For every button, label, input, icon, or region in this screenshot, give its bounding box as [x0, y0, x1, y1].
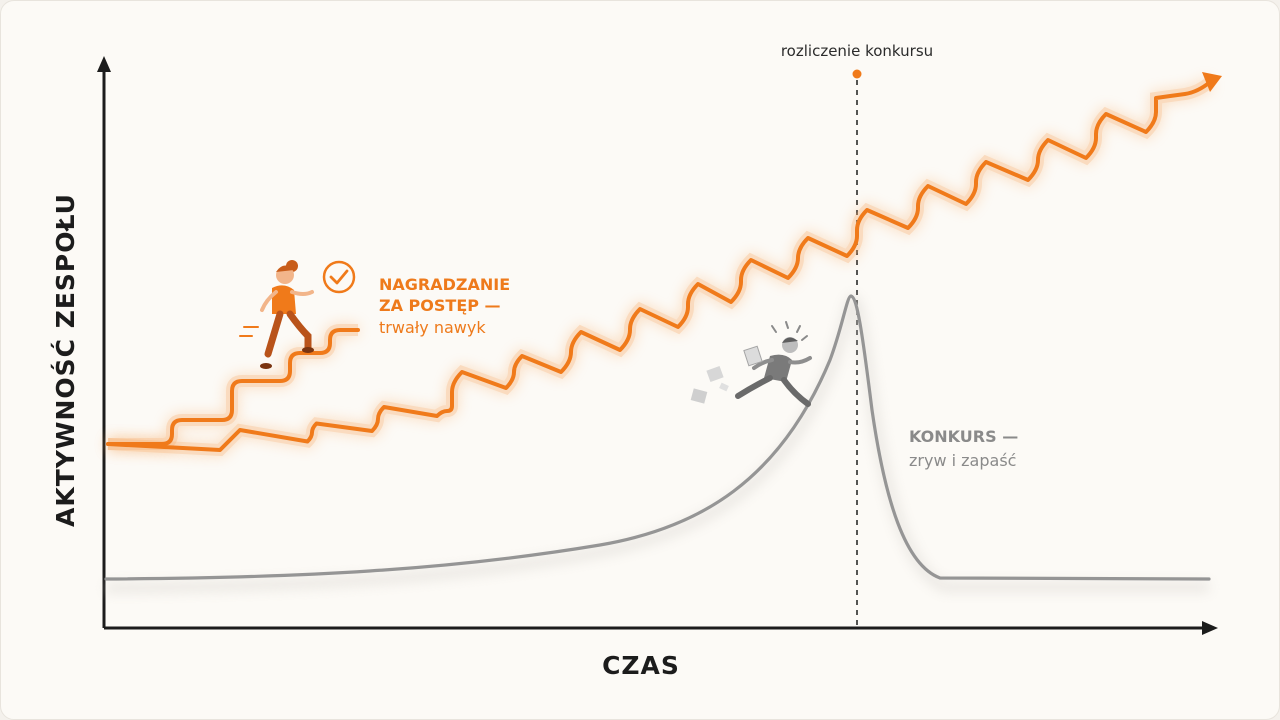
- progress-subtitle: trwały nawyk: [379, 318, 486, 337]
- marker-label: rozliczenie konkursu: [781, 42, 933, 60]
- marker-dot: [852, 69, 862, 79]
- contest-curve: [104, 294, 1211, 593]
- progress-title-line2: ZA POSTĘP —: [379, 296, 501, 315]
- progress-label: NAGRADZANIE ZA POSTĘP — trwały nawyk: [379, 275, 510, 337]
- contest-curve-line: [104, 294, 1211, 581]
- progress-lower-stairs: [106, 80, 1212, 452]
- y-axis-label: AKTYWNOŚĆ ZESPOŁU: [50, 193, 80, 527]
- axes: [97, 56, 1218, 635]
- contest-title: KONKURS —: [909, 427, 1018, 446]
- arrow-up-right-icon: [1202, 72, 1222, 92]
- climbing-person-icon: [239, 260, 314, 369]
- running-person-icon: [735, 321, 812, 407]
- progress-title-line1: NAGRADZANIE: [379, 275, 510, 294]
- progress-main-stairs: [106, 328, 360, 446]
- x-axis-arrow-icon: [1202, 621, 1218, 635]
- x-axis-label: CZAS: [602, 651, 680, 680]
- progress-lower-glow: [107, 77, 1214, 457]
- flying-papers-icon: [690, 365, 729, 404]
- settlement-marker: rozliczenie konkursu: [781, 42, 933, 628]
- contest-label: KONKURS — zryw i zapaść: [909, 427, 1018, 470]
- contest-curve-shadow: [105, 294, 1209, 593]
- contest-subtitle: zryw i zapaść: [909, 451, 1016, 470]
- progress-curves: [106, 72, 1222, 457]
- y-axis-arrow-icon: [97, 56, 111, 72]
- checkmark-circle-icon: [322, 260, 356, 294]
